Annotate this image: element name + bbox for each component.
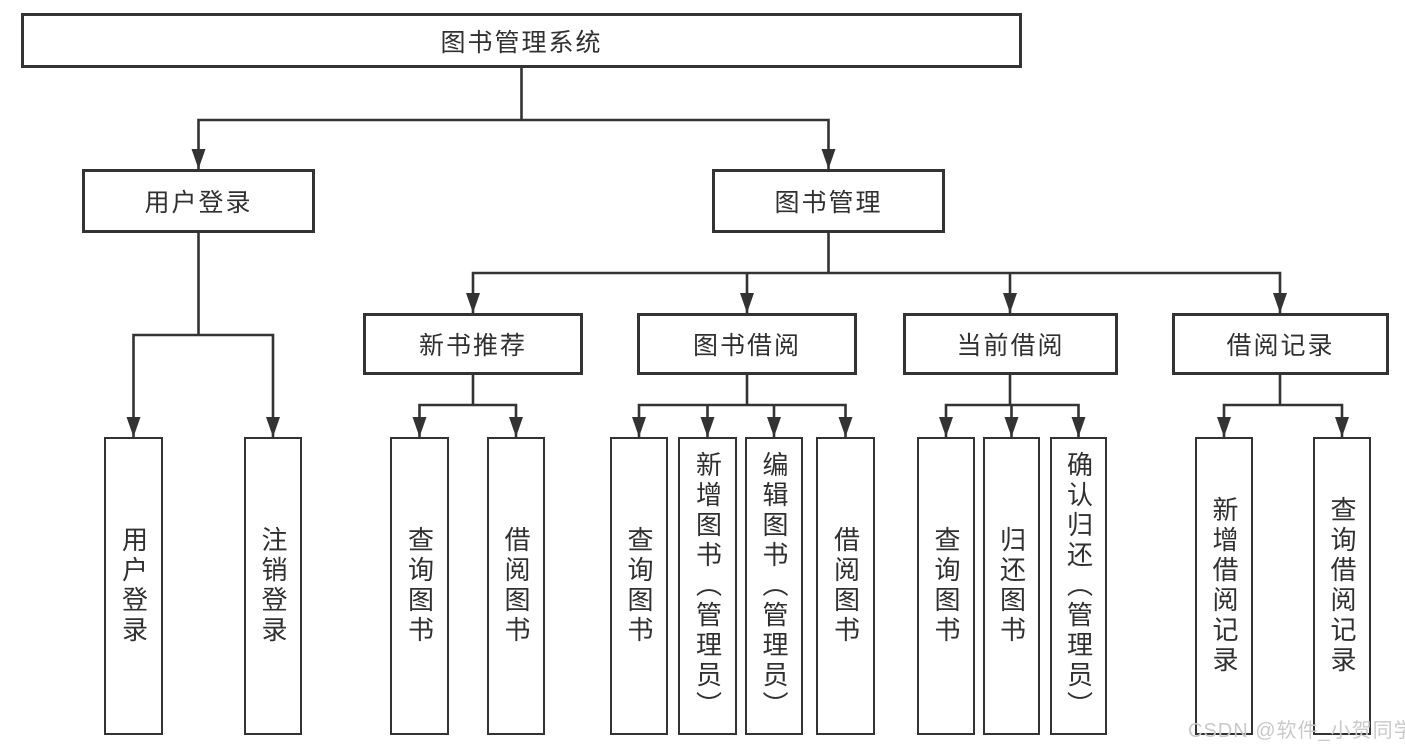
leaf-return-books-label: 归还图书 <box>996 526 1027 646</box>
leaf-user-login-label: 用户登录 <box>118 526 149 646</box>
node-user-login: 用户登录 <box>82 169 315 233</box>
node-book-borrow-label: 图书借阅 <box>692 332 801 360</box>
leaf-add-borrow-record-label: 新增借阅记录 <box>1209 496 1239 676</box>
leaf-recommend-borrow-books-label: 借阅图书 <box>501 526 531 646</box>
leaf-add-books-admin-label: 新增图书（管理员） <box>692 451 723 721</box>
leaf-edit-books-admin-label: 编辑图书（管理员） <box>759 451 789 721</box>
leaf-borrow-books-label: 借阅图书 <box>830 526 861 646</box>
node-book-management: 图书管理 <box>712 169 945 233</box>
leaf-logout: 注销登录 <box>244 437 302 735</box>
node-current-borrow: 当前借阅 <box>903 313 1118 375</box>
connector-record-to-leaves <box>1222 375 1344 437</box>
node-library-system-label: 图书管理系统 <box>440 28 603 57</box>
leaf-query-borrow-record: 查询借阅记录 <box>1313 437 1371 735</box>
leaf-edit-books-admin: 编辑图书（管理员） <box>745 437 803 735</box>
node-new-book-recommend-label: 新书推荐 <box>418 332 527 360</box>
leaf-confirm-return-admin-label: 确认归还（管理员） <box>1063 451 1094 721</box>
leaf-current-query-books: 查询图书 <box>917 437 975 735</box>
connector-bookmgmt-to-level3 <box>471 233 1282 313</box>
leaf-borrow-query-books: 查询图书 <box>610 437 668 735</box>
node-current-borrow-label: 当前借阅 <box>956 332 1065 360</box>
connector-root-to-level2 <box>197 67 830 169</box>
node-library-system: 图书管理系统 <box>21 13 1022 68</box>
node-book-borrow: 图书借阅 <box>637 313 857 375</box>
watermark: CSDN @软件_小贺同学 <box>1188 720 1405 742</box>
node-new-book-recommend: 新书推荐 <box>363 313 583 375</box>
leaf-add-borrow-record: 新增借阅记录 <box>1195 437 1253 735</box>
arrowheads <box>126 149 1349 437</box>
leaf-query-borrow-record-label: 查询借阅记录 <box>1327 496 1357 676</box>
connector-userlogin-to-leaves <box>132 233 275 437</box>
leaf-recommend-query-books-label: 查询图书 <box>404 526 435 646</box>
leaf-recommend-query-books: 查询图书 <box>390 437 449 735</box>
leaf-borrow-query-books-label: 查询图书 <box>624 526 654 646</box>
leaf-return-books: 归还图书 <box>983 437 1040 735</box>
connector-recommend-to-leaves <box>418 375 518 437</box>
leaf-recommend-borrow-books: 借阅图书 <box>487 437 545 735</box>
node-book-management-label: 图书管理 <box>774 189 883 217</box>
node-borrow-record: 借阅记录 <box>1172 313 1389 375</box>
node-user-login-label: 用户登录 <box>144 189 253 217</box>
leaf-add-books-admin: 新增图书（管理员） <box>678 437 737 735</box>
leaf-current-query-books-label: 查询图书 <box>931 526 961 646</box>
leaf-confirm-return-admin: 确认归还（管理员） <box>1050 437 1107 735</box>
leaf-logout-label: 注销登录 <box>258 526 288 646</box>
connector-borrow-to-leaves <box>637 375 847 437</box>
leaf-user-login: 用户登录 <box>104 437 163 735</box>
leaf-borrow-books: 借阅图书 <box>816 437 875 735</box>
node-borrow-record-label: 借阅记录 <box>1226 332 1335 360</box>
